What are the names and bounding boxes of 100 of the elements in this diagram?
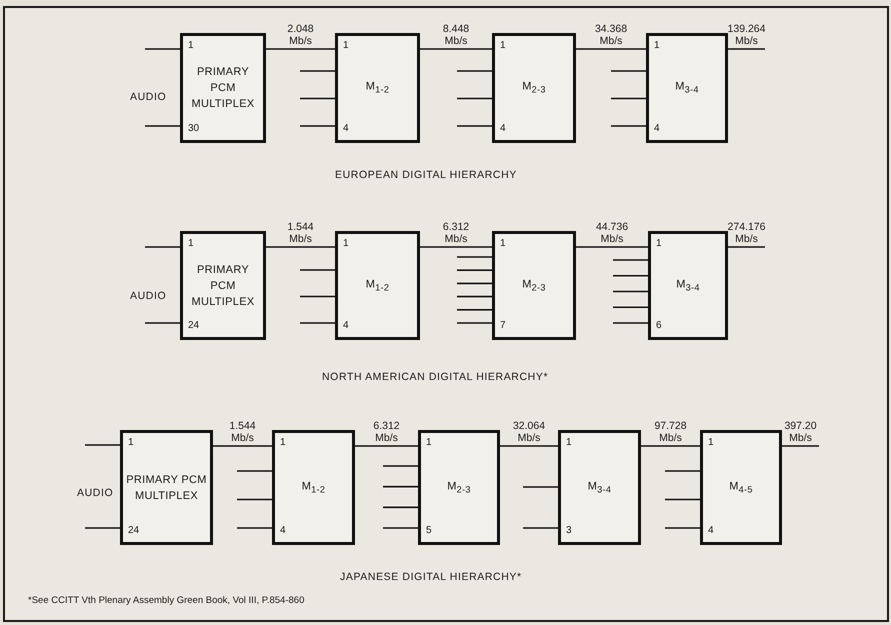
port-number: 5 [426, 525, 432, 537]
signal-line [300, 269, 335, 271]
signal-line [383, 527, 418, 529]
signal-line [641, 445, 700, 447]
box-title: M$_{1-2}$ [300, 478, 326, 496]
signal-line [523, 527, 558, 529]
bit-rate-label: 44.736 Mb/s [594, 221, 630, 245]
input-label: AUDIO [77, 487, 114, 499]
signal-line [300, 322, 335, 324]
signal-line [300, 98, 335, 100]
signal-line [613, 306, 648, 308]
port-number: 1 [654, 40, 660, 52]
signal-line [266, 48, 335, 50]
multiplexer-box [120, 430, 213, 545]
port-number: 1 [188, 238, 194, 250]
port-number: 1 [188, 40, 194, 52]
port-number: 30 [188, 123, 200, 135]
bit-rate-label: 32.064 Mb/s [512, 420, 546, 444]
box-title: M$_{2-3}$ [521, 276, 547, 294]
signal-line [383, 486, 418, 488]
port-number: 7 [500, 320, 506, 332]
box-title: M$_{3-4}$ [586, 478, 612, 496]
multiplexer-box [272, 430, 355, 545]
port-number: 4 [343, 320, 349, 332]
signal-line [145, 322, 180, 324]
input-label: AUDIO [130, 290, 166, 302]
signal-line [237, 527, 272, 529]
port-number: 4 [500, 123, 506, 135]
hierarchy-title: EUROPEAN DIGITAL HIERARCHY [335, 169, 517, 181]
signal-line [420, 48, 492, 50]
bit-rate-label: 34.368 Mb/s [594, 23, 628, 47]
multiplexer-box [335, 231, 420, 340]
multiplexer-box [335, 33, 420, 143]
signal-line [576, 48, 646, 50]
port-number: 3 [566, 525, 572, 537]
signal-line [85, 444, 120, 446]
hierarchy-title: JAPANESE DIGITAL HIERARCHY* [340, 571, 522, 583]
bit-rate-label: 1.544 Mb/s [286, 221, 315, 245]
signal-line [457, 296, 492, 298]
port-number: 1 [343, 40, 349, 52]
bit-rate-label: 274.176 Mb/s [726, 221, 766, 245]
multiplexer-box [180, 33, 266, 143]
multiplexer-box [180, 231, 266, 340]
signal-line [300, 70, 335, 72]
signal-line [457, 269, 492, 271]
port-number: 1 [708, 437, 714, 449]
port-number: 1 [280, 437, 286, 449]
port-number: 1 [426, 437, 432, 449]
port-number: 1 [566, 437, 572, 449]
footnote: *See CCITT Vth Plenary Assembly Green Book, Vol III, P.854-860 [28, 595, 304, 606]
bit-rate-label: 97.728 Mb/s [653, 420, 688, 444]
signal-line [237, 498, 272, 500]
signal-line [266, 246, 335, 248]
box-title: PRIMARY PCM MULTIPLEX [125, 472, 208, 504]
signal-line [383, 465, 418, 467]
signal-line [613, 259, 648, 261]
input-label: AUDIO [130, 91, 166, 103]
box-title: M$_{1-2}$ [364, 79, 390, 97]
signal-line [611, 125, 646, 127]
box-title: M$_{2-3}$ [521, 79, 547, 97]
port-number: 4 [280, 525, 286, 537]
signal-line [145, 48, 180, 50]
bit-rate-label: 1.544 Mb/s [228, 420, 257, 444]
port-number: 1 [500, 40, 506, 52]
signal-line [355, 445, 418, 447]
signal-line [611, 70, 646, 72]
signal-line [300, 296, 335, 298]
signal-line [613, 274, 648, 277]
signal-line [457, 125, 492, 127]
port-number: 1 [656, 238, 662, 250]
multiplexer-box [648, 231, 728, 340]
signal-line [728, 246, 765, 248]
signal-line [576, 246, 648, 248]
signal-line [145, 246, 180, 248]
box-title: M$_{3-4}$ [674, 79, 700, 97]
signal-line [728, 48, 765, 50]
multiplexer-box [558, 430, 641, 545]
box-title: PRIMARY PCM MULTIPLEX [190, 65, 256, 112]
signal-line [420, 246, 492, 248]
signal-line [500, 445, 558, 447]
signal-line [457, 309, 492, 311]
signal-line [665, 527, 700, 529]
signal-line [457, 256, 492, 258]
signal-line [457, 70, 492, 72]
signal-line [613, 290, 648, 292]
box-title: PRIMARY PCM MULTIPLEX [190, 262, 256, 310]
bit-rate-label: 6.312 Mb/s [372, 420, 401, 444]
signal-line [85, 527, 120, 529]
signal-line [213, 445, 272, 447]
signal-line [665, 498, 700, 500]
signal-line [457, 282, 492, 284]
signal-line [613, 322, 648, 324]
bit-rate-label: 2.048 Mb/s [286, 23, 315, 47]
box-title: M$_{2-3}$ [446, 478, 472, 496]
multiplexer-box [492, 33, 576, 143]
signal-line [523, 486, 558, 488]
multiplexer-box [646, 33, 728, 143]
signal-line [300, 125, 335, 127]
signal-line [457, 322, 492, 324]
bit-rate-label: 8.448 Mb/s [442, 23, 470, 47]
